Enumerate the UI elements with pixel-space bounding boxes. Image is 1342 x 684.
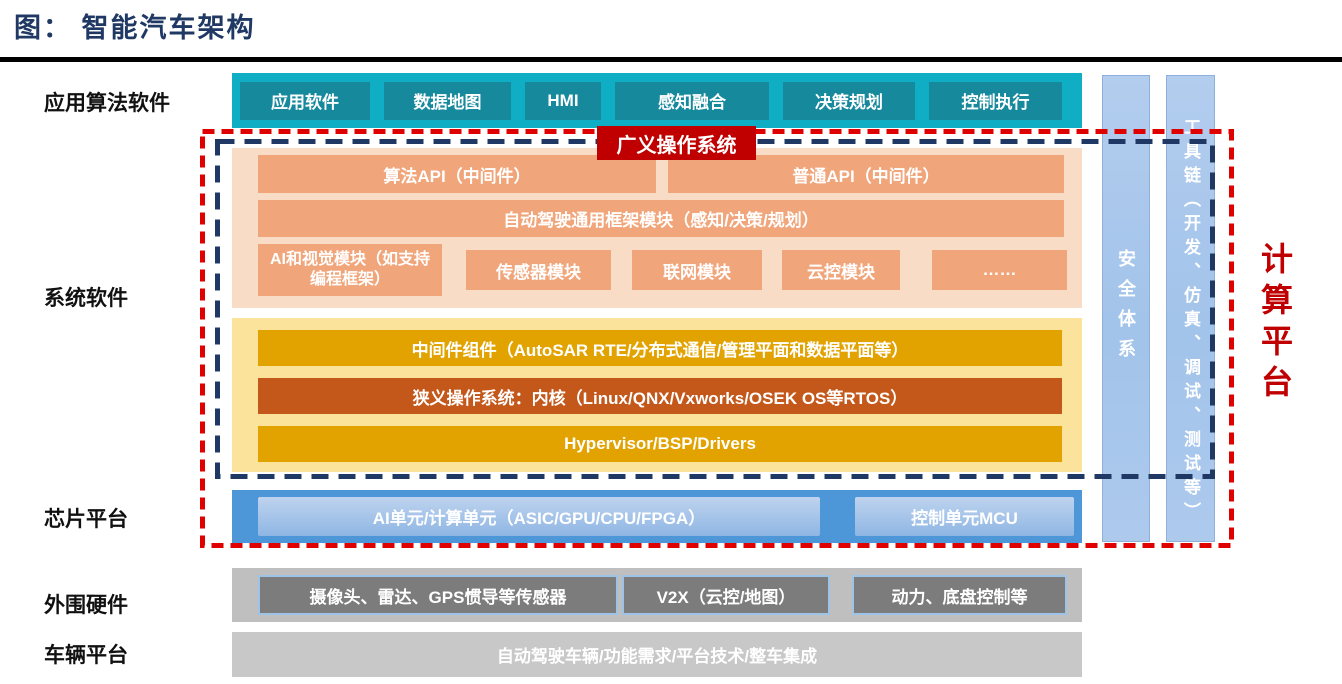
computing-platform-caption: 计算平台 [1257, 242, 1293, 406]
figure-title: 图： 智能汽车架构 [14, 13, 256, 43]
app-box-hmi: HMI [525, 81, 601, 120]
app-box-decision-planning: 决策规划 [783, 81, 915, 120]
middleware-components-band: 中间件组件（AutoSAR RTE/分布式通信/管理平面和数据平面等） [258, 330, 1062, 366]
v2x-box: V2X（云控/地图） [622, 575, 830, 615]
app-box-perception-fusion: 感知融合 [615, 81, 769, 120]
layer-label-chip: 芯片平台 [44, 508, 128, 531]
toolchain-bar: 工具链（开发、仿真、调试、测试等） [1166, 75, 1215, 542]
kernel-os-band: 狭义操作系统：内核（Linux/QNX/Vxworks/OSEK OS等RTOS… [258, 378, 1062, 414]
layer-label-vehicle: 车辆平台 [44, 644, 128, 667]
layer-label-peripheral: 外围硬件 [44, 594, 128, 617]
app-box-control-execution: 控制执行 [929, 81, 1062, 120]
layer-label-application: 应用算法软件 [44, 92, 170, 115]
title-divider [0, 57, 1342, 62]
sensors-box: 摄像头、雷达、GPS惯导等传感器 [258, 575, 618, 615]
os-panel: 中间件组件（AutoSAR RTE/分布式通信/管理平面和数据平面等） 狭义操作… [232, 318, 1082, 472]
ellipsis-module-box: …… [932, 250, 1067, 290]
power-chassis-box: 动力、底盘控制等 [852, 575, 1067, 615]
security-system-bar: 安全体系 [1102, 75, 1150, 542]
app-box-data-map: 数据地图 [384, 81, 511, 120]
chip-panel: AI单元/计算单元（ASIC/GPU/CPU/FPGA） 控制单元MCU [232, 490, 1082, 543]
common-api-box: 普通API（中间件） [668, 155, 1064, 193]
toolchain-label: 工具链（开发、仿真、调试、测试等） [1181, 118, 1200, 526]
ai-vision-module-box: AI和视觉模块（如支持编程框架） [258, 244, 442, 296]
security-system-label: 安全体系 [1116, 248, 1136, 369]
layer-label-system: 系统软件 [44, 287, 128, 310]
peripheral-panel: 摄像头、雷达、GPS惯导等传感器 V2X（云控/地图） 动力、底盘控制等 [232, 568, 1082, 622]
middleware-panel: 算法API（中间件） 普通API（中间件） 自动驾驶通用框架模块（感知/决策/规… [232, 148, 1082, 308]
generalized-os-label: 广义操作系统 [597, 126, 756, 160]
network-module-box: 联网模块 [632, 250, 762, 290]
ad-framework-box: 自动驾驶通用框架模块（感知/决策/规划） [258, 200, 1064, 237]
vehicle-platform-row: 自动驾驶车辆/功能需求/平台技术/整车集成 [232, 632, 1082, 677]
ai-compute-unit-box: AI单元/计算单元（ASIC/GPU/CPU/FPGA） [258, 497, 820, 536]
app-box-application-software: 应用软件 [240, 81, 370, 120]
algorithm-api-box: 算法API（中间件） [258, 155, 656, 193]
sensor-module-box: 传感器模块 [466, 250, 611, 290]
hypervisor-band: Hypervisor/BSP/Drivers [258, 426, 1062, 462]
application-software-row: 应用软件 数据地图 HMI 感知融合 决策规划 控制执行 [232, 73, 1082, 128]
cloud-module-box: 云控模块 [782, 250, 900, 290]
control-unit-mcu-box: 控制单元MCU [855, 497, 1074, 536]
